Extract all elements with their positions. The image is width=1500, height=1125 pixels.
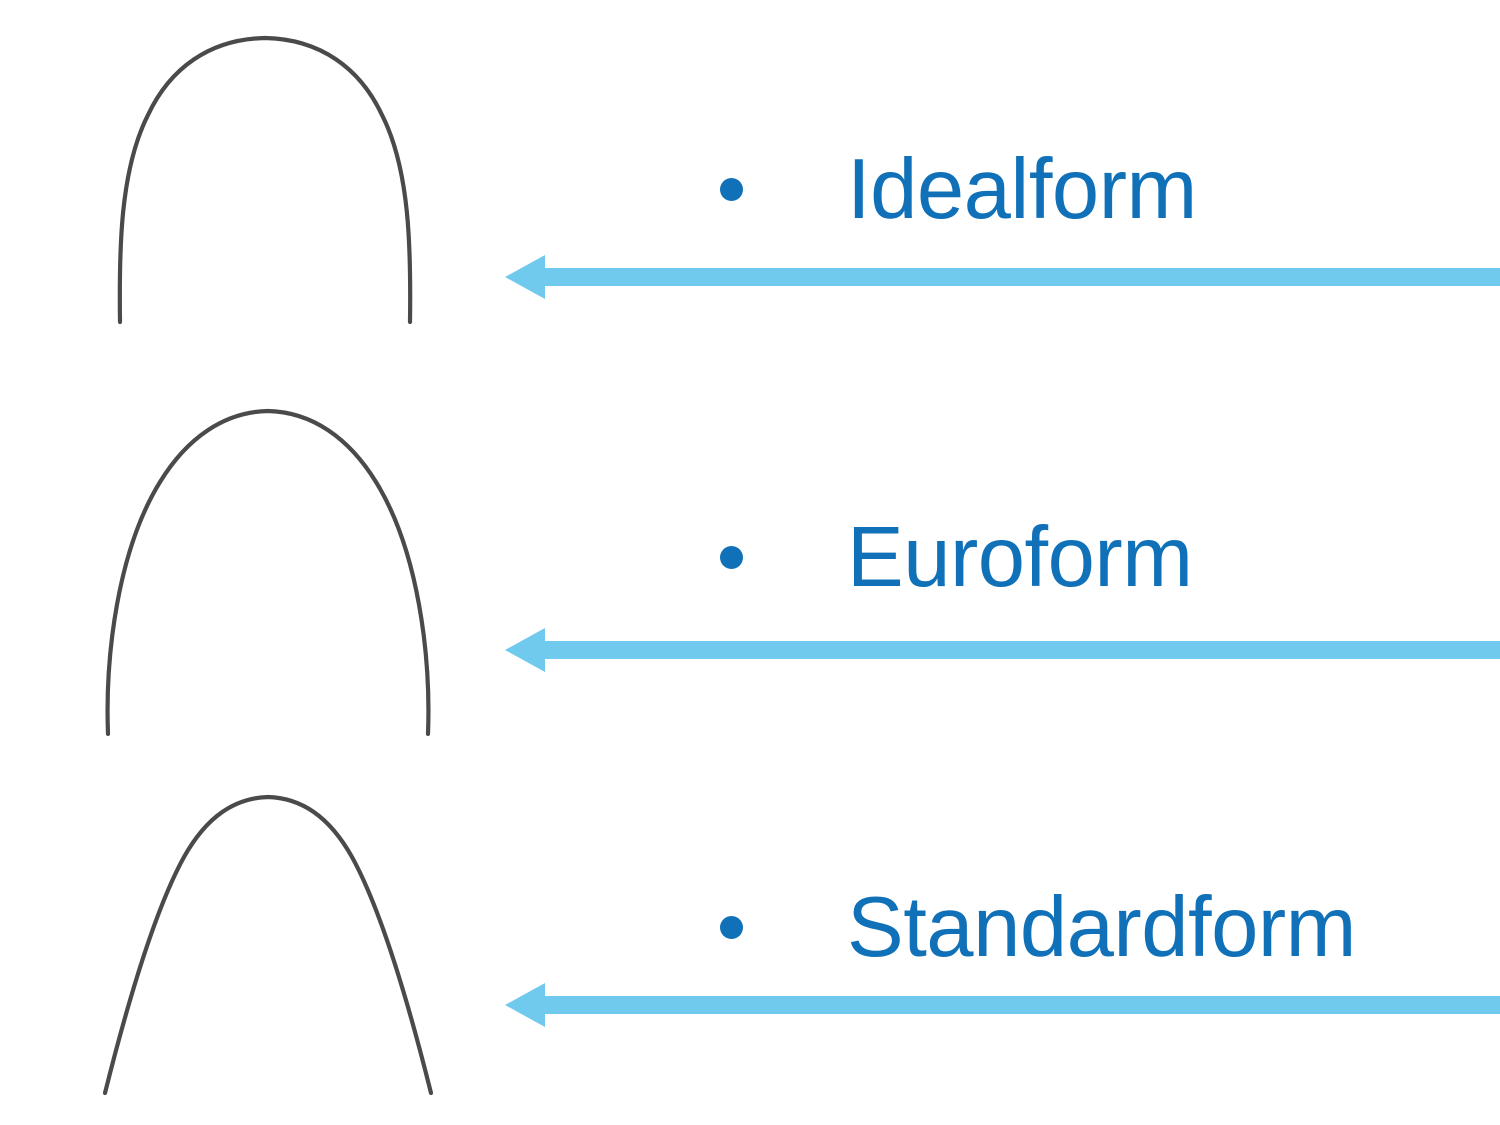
left-arrow-idealform <box>505 252 1500 302</box>
left-arrow-icon <box>505 983 1500 1027</box>
archwire-image-standardform <box>60 785 490 1105</box>
list-item-label: Idealform <box>847 142 1197 237</box>
bullet-dot-icon <box>720 916 743 939</box>
list-item-euroform: Euroform <box>720 515 1193 600</box>
left-arrow-euroform <box>505 625 1500 675</box>
archwire-image-idealform <box>60 20 490 340</box>
ovoid-archwire-icon <box>105 408 431 737</box>
tapered-archwire-icon <box>102 794 434 1096</box>
list-item-label: Standardform <box>847 880 1356 975</box>
square-archwire-icon <box>117 35 413 325</box>
left-arrow-icon <box>505 628 1500 672</box>
left-arrow-standardform <box>505 980 1500 1030</box>
list-item-label: Euroform <box>847 510 1193 605</box>
bullet-dot-icon <box>720 546 743 569</box>
left-arrow-icon <box>505 255 1500 299</box>
list-item-idealform: Idealform <box>720 147 1197 232</box>
archwire-image-euroform <box>60 400 490 745</box>
list-item-standardform: Standardform <box>720 885 1356 970</box>
bullet-dot-icon <box>720 178 743 201</box>
